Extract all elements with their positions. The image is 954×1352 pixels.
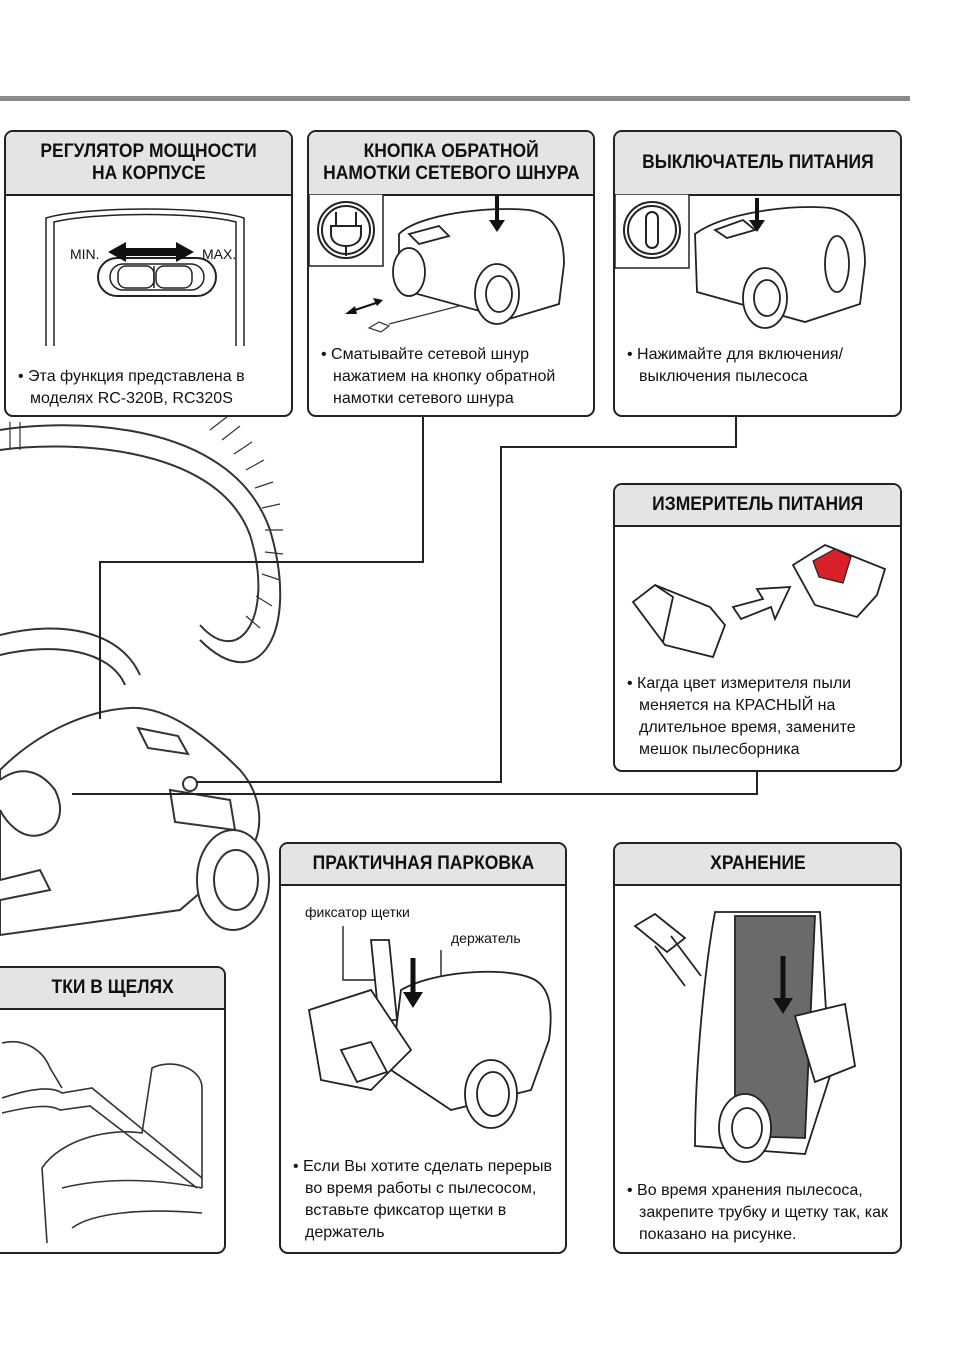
power-regulator-title: РЕГУЛЯТОР МОЩНОСТИ НА КОРПУСЕ <box>6 132 291 196</box>
holder-label: держатель <box>451 930 521 946</box>
top-rule <box>0 96 910 101</box>
cord-rewind-title: КНОПКА ОБРАТНОЙ НАМОТКИ СЕТЕВОГО ШНУРА <box>309 132 593 196</box>
parking-title: ПРАКТИЧНАЯ ПАРКОВКА <box>281 844 565 886</box>
parking-illustration <box>307 926 552 1129</box>
power-meter-note: • Кагда цвет измерителя пыли меняется на… <box>627 675 856 758</box>
leader-line <box>99 561 101 719</box>
plug-icon <box>317 201 375 259</box>
leader-line <box>72 793 758 795</box>
storage-title: ХРАНЕНИЕ <box>615 844 900 886</box>
power-button-icon <box>623 201 681 259</box>
storage-note: • Во время хранения пылесоса, закрепите … <box>627 1182 889 1243</box>
leader-line <box>196 781 502 783</box>
cord-rewind-illustration <box>309 194 565 333</box>
power-regulator-panel: РЕГУЛЯТОР МОЩНОСТИ НА КОРПУСЕ MIN. MAX. … <box>4 130 293 417</box>
leader-line <box>500 446 502 782</box>
latch-label: фиксатор щетки <box>305 904 410 920</box>
storage-illustration <box>633 911 857 1163</box>
vacuum-body-illustration <box>0 415 284 937</box>
leader-line <box>422 417 424 563</box>
power-switch-panel: ВЫКЛЮЧАТЕЛЬ ПИТАНИЯ • Нажимайте для вклю… <box>613 130 902 417</box>
power-regulator-note: • Эта функция представлена в моделях RC-… <box>18 368 245 407</box>
power-slider-illustration <box>45 208 245 346</box>
power-meter-panel: ИЗМЕРИТЕЛЬ ПИТАНИЯ • Кагда цвет измерите… <box>613 483 902 772</box>
leader-line <box>735 417 737 447</box>
cord-rewind-panel: КНОПКА ОБРАТНОЙ НАМОТКИ СЕТЕВОГО ШНУРА •… <box>307 130 595 417</box>
max-label: MAX. <box>202 246 237 262</box>
leader-line <box>500 446 737 448</box>
crevice-title: ТКИ В ЩЕЛЯХ <box>0 968 224 1010</box>
leader-line <box>99 561 424 563</box>
power-switch-title: ВЫКЛЮЧАТЕЛЬ ПИТАНИЯ <box>615 132 900 196</box>
power-switch-note: • Нажимайте для включения/выключения пыл… <box>627 346 844 385</box>
dust-indicator-illustration <box>631 543 887 659</box>
min-label: MIN. <box>70 246 100 262</box>
cord-rewind-note: • Сматывайте сетевой шнур нажатием на кн… <box>321 346 556 407</box>
parking-panel: ПРАКТИЧНАЯ ПАРКОВКА фиксатор щетки держа… <box>279 842 567 1254</box>
leader-line <box>756 772 758 794</box>
power-switch-illustration <box>615 194 866 329</box>
sofa-crevice-illustration <box>2 1041 203 1244</box>
storage-panel: ХРАНЕНИЕ • Во время хранения пылесоса, з… <box>613 842 902 1254</box>
power-meter-title: ИЗМЕРИТЕЛЬ ПИТАНИЯ <box>615 485 900 527</box>
parking-note: • Если Вы хотите сделать перерыв во врем… <box>293 1158 552 1241</box>
crevice-panel: ТКИ В ЩЕЛЯХ <box>0 966 226 1254</box>
